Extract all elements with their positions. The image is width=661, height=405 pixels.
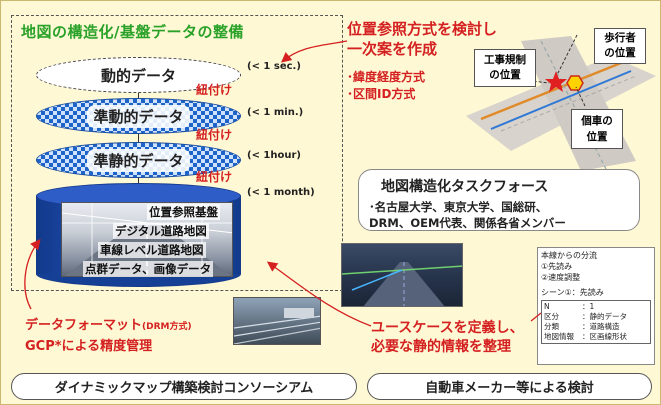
data-format-line: データフォーマット(DRM方式): [25, 316, 192, 337]
doc-item: ②速度調整: [541, 273, 581, 282]
doc-table-value: ：1: [582, 302, 595, 311]
semi-dynamic-data-label: 準動的データ: [87, 104, 190, 128]
doc-header: 本線からの分流: [541, 251, 597, 260]
task-force-members-line: ･名古屋大学、東京大学、国総研、: [369, 200, 548, 214]
interval-label-semi-dynamic: (< 1 min.): [247, 107, 304, 118]
location-reference-bullet: ･区間ID方式: [347, 87, 416, 101]
dynamic-data-label: 動的データ: [100, 66, 176, 85]
doc-item: ①先読み: [541, 262, 573, 271]
pedestrian-callout: 歩行者 の位置: [594, 28, 646, 64]
automaker-study-label: 自動車メーカー等による検討: [367, 373, 652, 400]
location-reference-title-line: 一次案を作成: [347, 40, 438, 58]
map-structure-section: [11, 15, 343, 291]
use-case-line: 必要な静的情報を整理: [371, 339, 511, 355]
section-title: 地図の構造化/基盤データの整備: [21, 23, 244, 41]
interval-label-dynamic: (< 1 sec.): [247, 61, 301, 72]
location-reference-bullet: ･緯度経度方式: [347, 70, 426, 84]
consortium-label: ダイナミックマップ構築検討コンソーシアム: [11, 373, 357, 400]
doc-table-row: 地図情報 ：区画線形状: [544, 332, 648, 342]
doc-table-key: N: [544, 302, 550, 311]
doc-table-value: ：区画線形状: [582, 332, 627, 341]
link-label: 紐付け: [196, 128, 233, 142]
doc-table-key: 分類: [544, 322, 559, 331]
location-reference-bullets: ･緯度経度方式 ･区間ID方式: [347, 69, 425, 103]
data-format-small: (DRM方式): [142, 322, 192, 332]
callout-line: の位置: [489, 69, 521, 81]
data-format-line: GCP*による精度管理: [25, 339, 153, 354]
vehicle-callout: 個車の 位置: [571, 109, 623, 149]
task-force-members-line: DRM、OEM代表、関係各省メンバー: [369, 216, 566, 230]
callout-line: 工事規制: [484, 54, 526, 66]
task-force-title: 地図構造化タスクフォース: [381, 179, 549, 195]
base-layer-label: 車線レベル道路地図: [98, 242, 206, 258]
base-layer-label: 位置参照基盤: [147, 204, 220, 220]
doc-table: N ：1 区分 ：静的データ 分類 ：道路構造 地図情報 ：区画線形状: [541, 300, 651, 344]
doc-table-key: 地図情報: [544, 332, 574, 341]
doc-table-row: N ：1: [544, 302, 648, 312]
callout-line: 個車の: [581, 115, 613, 127]
interval-label-static: (< 1 month): [247, 187, 315, 198]
navigation-screen-image: [341, 243, 463, 307]
doc-table-value: ：道路構造: [582, 322, 620, 331]
railway-photo-graphic: [234, 308, 320, 344]
data-format-text: データフォーマット: [25, 318, 143, 333]
doc-table-key: 区分: [544, 312, 559, 321]
link-label: 紐付け: [196, 170, 233, 184]
doc-scene: シーン①：先読み: [541, 288, 604, 297]
semi-dynamic-data-layer: 準動的データ: [36, 98, 241, 134]
interval-label-semi-static: (< 1hour): [247, 150, 301, 161]
doc-table-value: ：静的データ: [582, 312, 627, 321]
callout-line: の位置: [604, 47, 636, 59]
data-format-note: データフォーマット(DRM方式) GCP*による精度管理: [25, 316, 192, 356]
semi-static-data-layer: 準静的データ: [36, 142, 241, 178]
dynamic-data-layer: 動的データ: [36, 57, 241, 93]
link-label: 紐付け: [196, 83, 233, 97]
use-case-note: ユースケースを定義し、 必要な静的情報を整理: [371, 319, 524, 357]
base-layer-label: 点群データ、画像データ: [83, 261, 214, 277]
use-case-document: 本線からの分流 ①先読み ②速度調整 シーン①：先読み N ：1 区分 ：静的データ…: [537, 247, 655, 365]
construction-callout: 工事規制 の位置: [474, 49, 536, 87]
connector-line: [138, 93, 139, 99]
connector-line: [138, 134, 139, 143]
navigation-screen-graphic: [342, 262, 462, 306]
callout-line: 歩行者: [604, 32, 636, 44]
doc-table-row: 区分 ：静的データ: [544, 312, 648, 322]
railway-photo-image: [233, 297, 321, 345]
semi-static-data-label: 準静的データ: [87, 148, 190, 172]
task-force-box: 地図構造化タスクフォース ･名古屋大学、東京大学、国総研、 DRM、OEM代表、…: [358, 169, 640, 231]
callout-line: 位置: [586, 131, 608, 143]
task-force-members: ･名古屋大学、東京大学、国総研、 DRM、OEM代表、関係各省メンバー: [369, 199, 629, 231]
location-reference-title: 位置参照方式を検討し 一次案を作成: [347, 19, 497, 59]
location-reference-title-line: 位置参照方式を検討し: [347, 20, 498, 38]
doc-table-row: 分類 ：道路構造: [544, 322, 648, 332]
use-case-line: ユースケースを定義し、: [371, 320, 524, 336]
connector-line: [138, 178, 139, 184]
base-layer-label: デジタル道路地図: [113, 223, 209, 239]
